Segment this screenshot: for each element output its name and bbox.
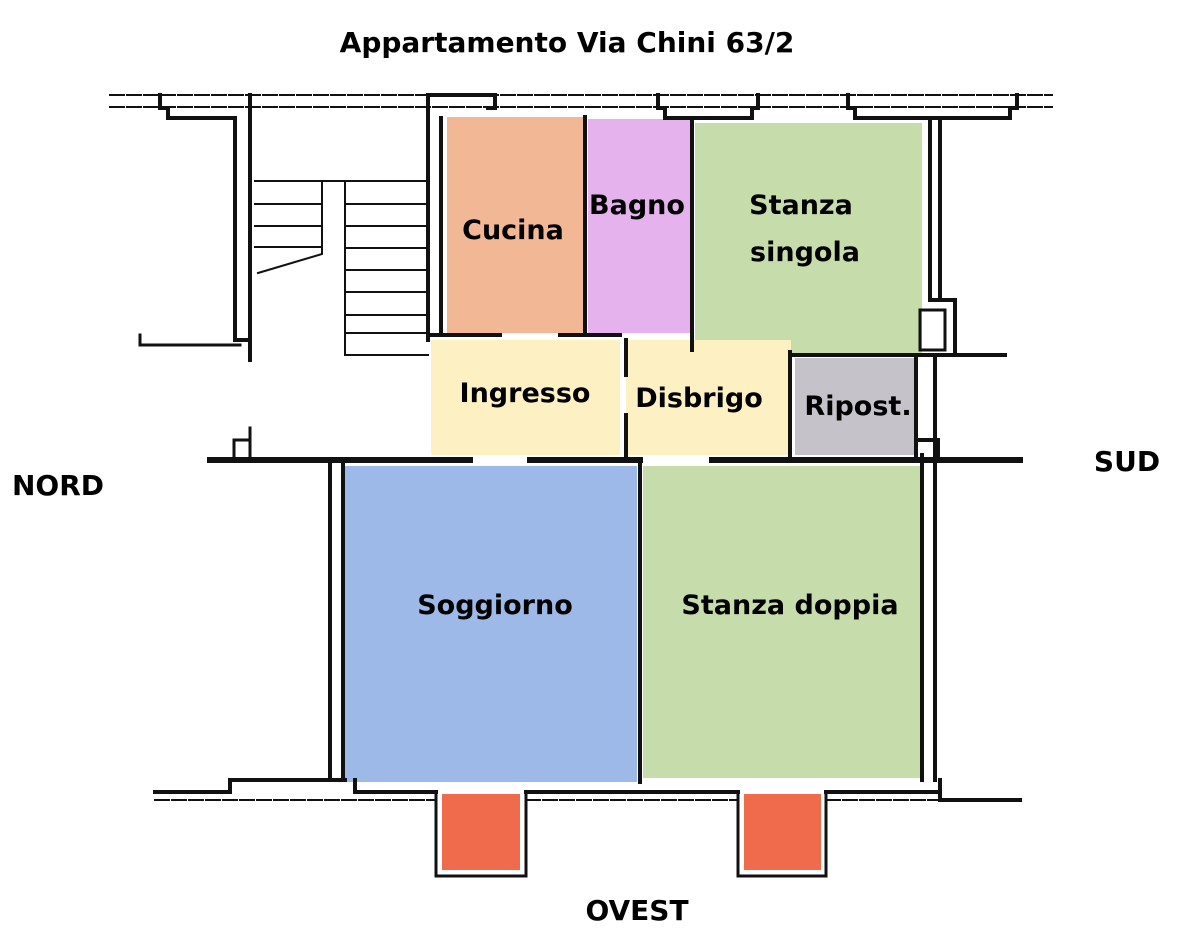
- label-bagno: Bagno: [589, 190, 685, 221]
- balcony-soggiorno: [434, 792, 528, 878]
- balcony-stanza-doppia: [736, 792, 828, 878]
- room-ripostiglio: [795, 358, 916, 455]
- direction-south: SUD: [1094, 445, 1160, 478]
- room-disbrigo: [626, 340, 791, 455]
- label-disbrigo: Disbrigo: [635, 383, 763, 414]
- label-ripostiglio: Ripost.: [804, 391, 911, 422]
- plan-title: Appartamento Via Chini 63/2: [340, 26, 795, 59]
- label-soggiorno: Soggiorno: [417, 590, 573, 621]
- label-cucina: Cucina: [462, 215, 564, 246]
- label-stanza-singola-1: Stanza: [749, 190, 853, 221]
- walls: [109, 93, 1053, 802]
- label-ingresso: Ingresso: [460, 378, 591, 409]
- label-stanza-doppia: Stanza doppia: [681, 590, 898, 621]
- room-ingresso: [431, 340, 620, 455]
- room-cucina: [447, 117, 585, 333]
- room-stanza-doppia: [643, 466, 921, 778]
- direction-north: NORD: [12, 469, 104, 502]
- room-soggiorno: [345, 466, 637, 782]
- label-stanza-singola-2: singola: [750, 237, 860, 268]
- room-stanza-singola: [695, 123, 922, 353]
- direction-west: OVEST: [585, 894, 688, 927]
- room-bagno: [588, 119, 690, 333]
